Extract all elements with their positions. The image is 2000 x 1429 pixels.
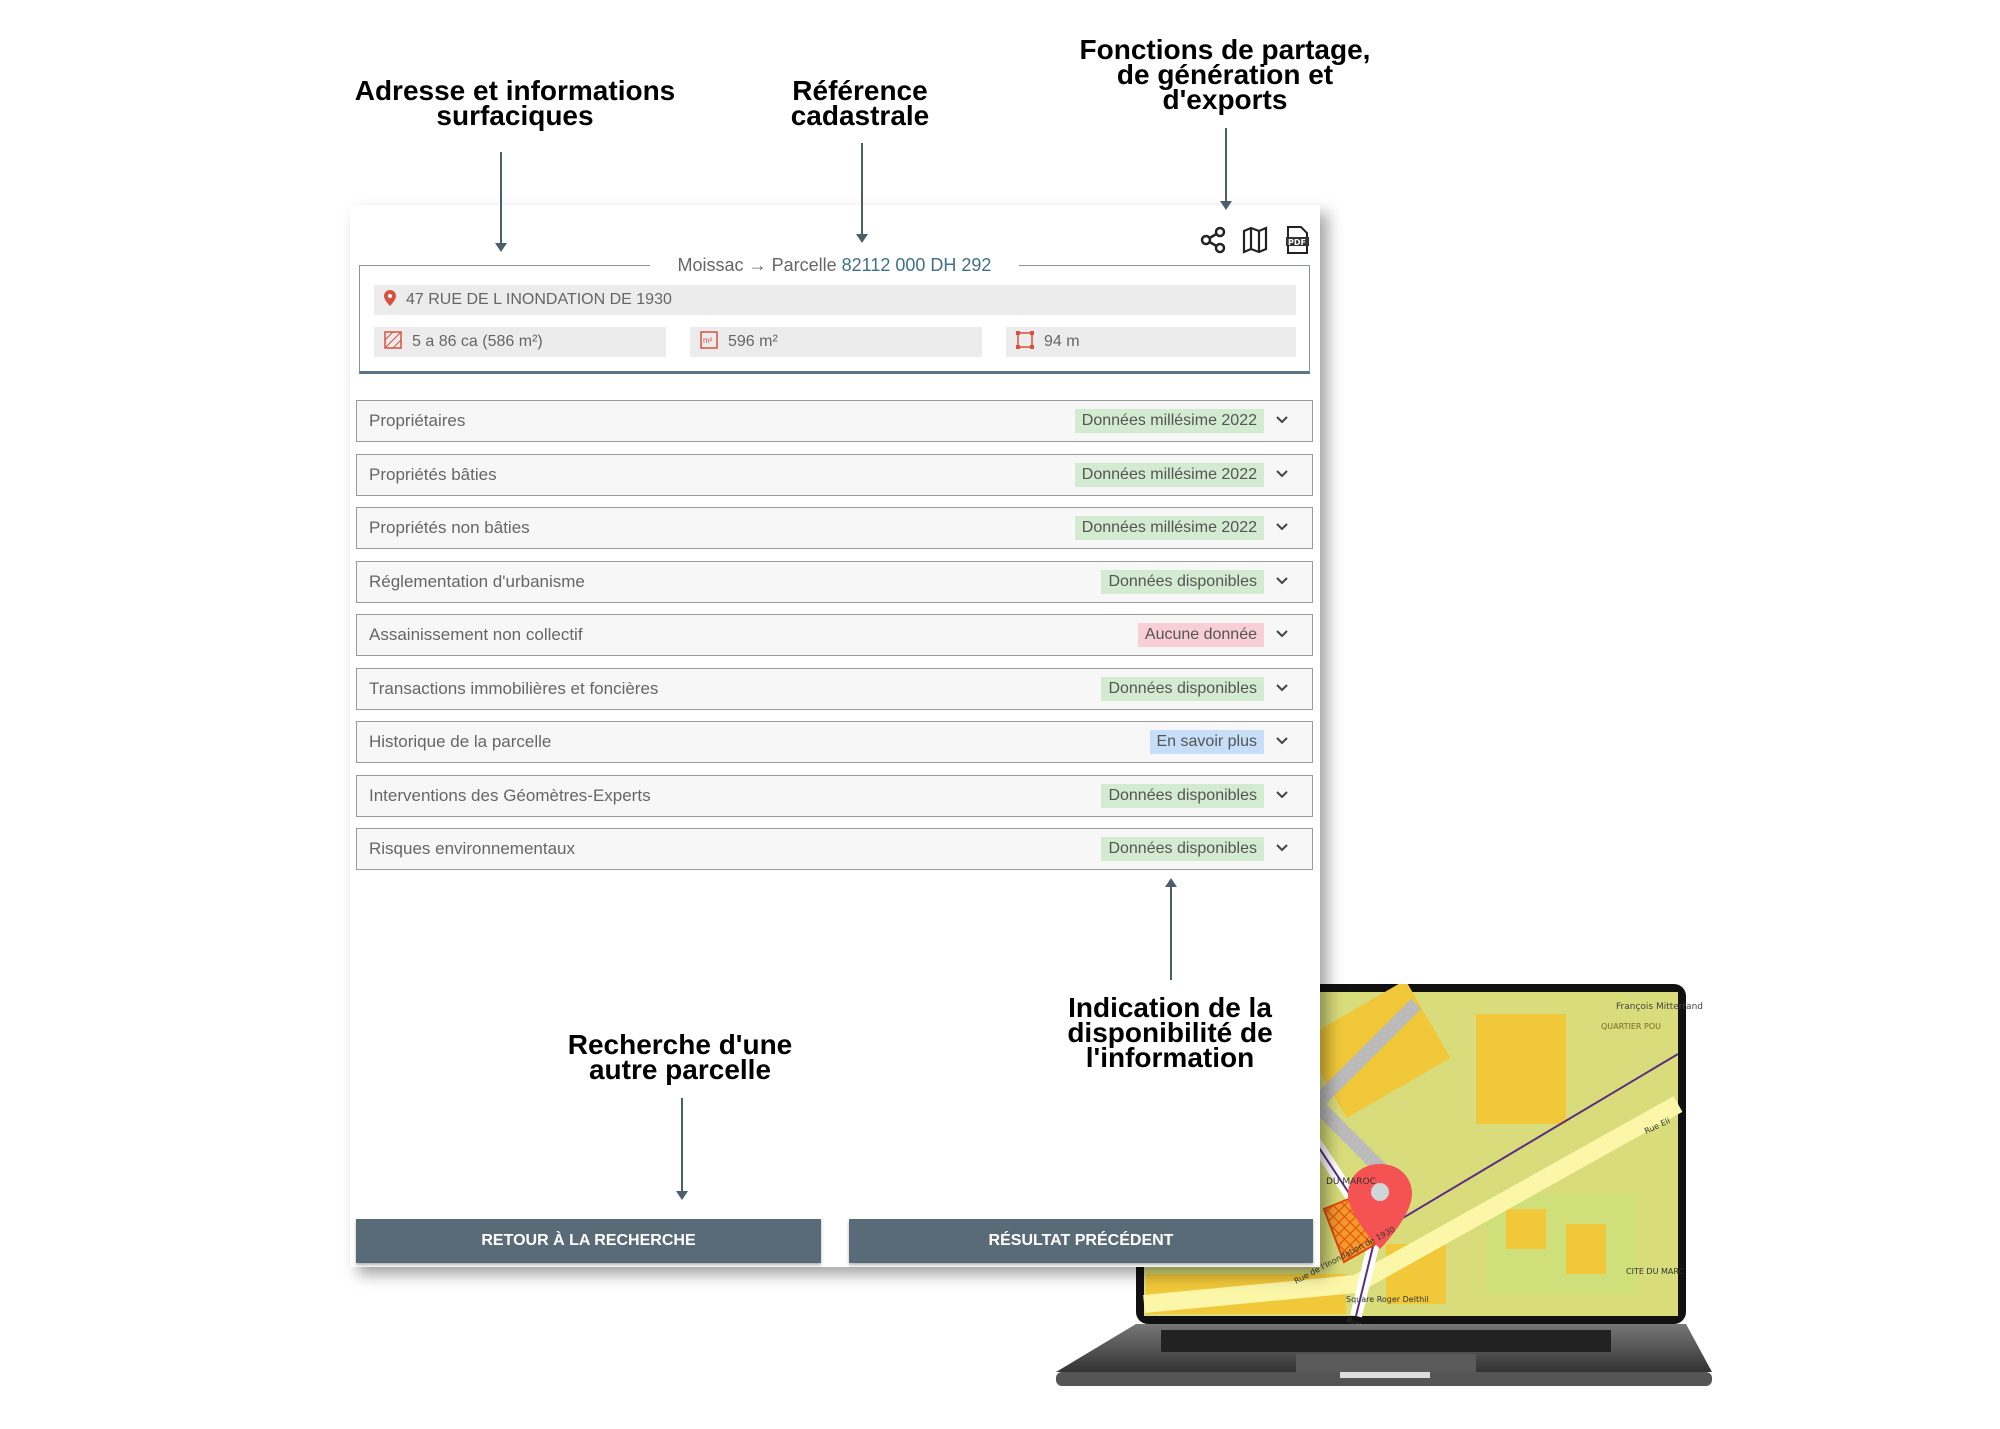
cadastral-area: 5 a 86 ca (586 m²) xyxy=(412,333,543,350)
share-icon[interactable] xyxy=(1198,225,1228,255)
accordion-section[interactable]: Risques environnementaux Données disponi… xyxy=(356,828,1313,870)
cadastral-reference: 82112 000 DH 292 xyxy=(841,255,992,275)
section-label: Propriétaires xyxy=(369,411,466,430)
accordion-section[interactable]: Propriétés bâties Données millésime 2022 xyxy=(356,453,1313,496)
availability-badge: Données millésime 2022 xyxy=(1074,516,1264,540)
breadcrumb-arrow: → xyxy=(748,255,767,275)
map-label: CITE DU MARC xyxy=(1626,1267,1685,1276)
arrow-search xyxy=(676,1098,688,1200)
map-label: François Mitterrand xyxy=(1616,1002,1703,1012)
section-label: Historique de la parcelle xyxy=(369,732,552,751)
accordion-section[interactable]: Propriétés non bâties Données millésime … xyxy=(356,507,1313,549)
section-label: Propriétés non bâties xyxy=(369,518,530,537)
accordion-section[interactable]: Réglementation d'urbanisme Données dispo… xyxy=(356,560,1313,603)
availability-badge: Données disponibles xyxy=(1101,837,1264,861)
commune: Moissac xyxy=(677,255,744,275)
back-to-search-button[interactable]: RETOUR À LA RECHERCHE xyxy=(356,1219,821,1263)
parcel-panel: PDF Moissac → Parcelle 82112 000 DH 292 … xyxy=(350,205,1320,1267)
map-icon[interactable] xyxy=(1240,225,1270,255)
hatched-area-icon xyxy=(384,330,402,354)
arrow-share xyxy=(1220,128,1232,210)
svg-text:m²: m² xyxy=(703,336,713,345)
arrow-cadastral xyxy=(856,143,868,243)
chevron-down-icon[interactable] xyxy=(1264,573,1300,591)
location-pin-icon xyxy=(384,289,396,311)
accordion-section[interactable]: Transactions immobilières et foncières D… xyxy=(356,667,1313,710)
chevron-down-icon[interactable] xyxy=(1264,466,1300,484)
chevron-down-icon[interactable] xyxy=(1264,733,1300,751)
svg-text:PDF: PDF xyxy=(1288,238,1306,247)
availability-badge: Données millésime 2022 xyxy=(1074,409,1264,433)
perimeter: 94 m xyxy=(1044,333,1080,350)
arrow-address xyxy=(495,152,507,252)
parcel-summary: Moissac → Parcelle 82112 000 DH 292 47 R… xyxy=(359,255,1310,374)
section-label: Assainissement non collectif xyxy=(369,625,583,644)
availability-badge: Données disponibles xyxy=(1101,783,1264,808)
chevron-down-icon[interactable] xyxy=(1264,412,1300,430)
section-label: Propriétés bâties xyxy=(369,464,497,484)
map-label: DU MAROC xyxy=(1326,1177,1376,1187)
address-field: 47 RUE DE L INONDATION DE 1930 xyxy=(374,285,1296,315)
annotation-cadastral: Référence cadastrale xyxy=(790,75,930,131)
annotation-search: Recherche d'une autre parcelle xyxy=(567,1029,793,1085)
section-label: Réglementation d'urbanisme xyxy=(369,571,585,591)
section-label: Risques environnementaux xyxy=(369,839,576,858)
chevron-down-icon[interactable] xyxy=(1264,840,1300,858)
accordion-section[interactable]: Historique de la parcelle En savoir plus xyxy=(356,721,1313,763)
availability-badge: En savoir plus xyxy=(1149,730,1264,754)
availability-badge: Données disponibles xyxy=(1101,569,1264,594)
square-meter-icon: m² xyxy=(700,330,718,354)
availability-badge: Aucune donnée xyxy=(1137,623,1264,647)
perimeter-field: 94 m xyxy=(1006,327,1296,357)
breadcrumb: Moissac → Parcelle 82112 000 DH 292 xyxy=(360,255,1309,276)
map-label: QUARTIER POU xyxy=(1601,1022,1661,1031)
accordion-section[interactable]: Interventions des Géomètres-Experts Donn… xyxy=(356,774,1313,817)
accordion-section[interactable]: Assainissement non collectif Aucune donn… xyxy=(356,614,1313,656)
map-label: Square Roger Delthil xyxy=(1346,1295,1429,1304)
previous-result-button[interactable]: RÉSULTAT PRÉCÉDENT xyxy=(849,1219,1313,1263)
computed-area-field: m² 596 m² xyxy=(690,327,982,357)
section-label: Transactions immobilières et foncières xyxy=(369,678,659,698)
chevron-down-icon[interactable] xyxy=(1264,626,1300,644)
availability-badge: Données disponibles xyxy=(1101,676,1264,701)
annotation-address: Adresse et informations surfaciques xyxy=(354,75,676,131)
parcel-prefix: Parcelle xyxy=(771,255,837,275)
accordion-section[interactable]: Propriétaires Données millésime 2022 xyxy=(356,400,1313,442)
cadastral-area-field: 5 a 86 ca (586 m²) xyxy=(374,327,666,357)
annotation-availability: Indication de la disponibilité de l'info… xyxy=(1067,992,1273,1073)
arrow-availability xyxy=(1165,878,1177,980)
chevron-down-icon[interactable] xyxy=(1264,519,1300,537)
computed-area: 596 m² xyxy=(728,333,778,350)
toolbar: PDF xyxy=(1198,225,1312,255)
section-label: Interventions des Géomètres-Experts xyxy=(369,785,651,805)
address-text: 47 RUE DE L INONDATION DE 1930 xyxy=(406,291,672,308)
pdf-icon[interactable]: PDF xyxy=(1282,225,1312,255)
perimeter-icon xyxy=(1016,330,1034,354)
chevron-down-icon[interactable] xyxy=(1264,787,1300,805)
annotation-share: Fonctions de partage, de génération et d… xyxy=(1079,34,1371,115)
chevron-down-icon[interactable] xyxy=(1264,680,1300,698)
availability-badge: Données millésime 2022 xyxy=(1074,462,1264,487)
